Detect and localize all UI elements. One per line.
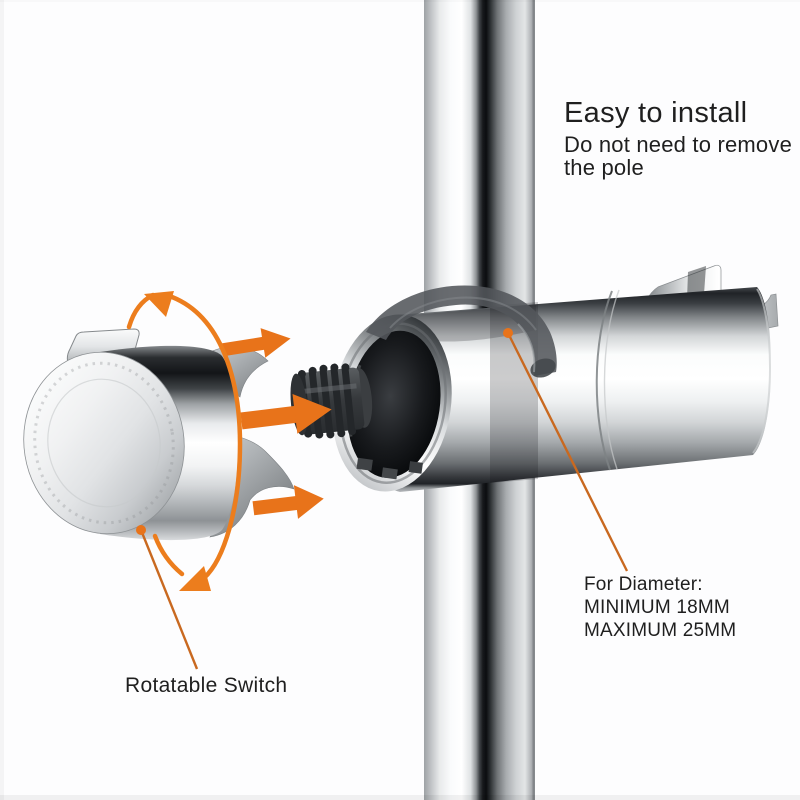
diameter-min-label: MINIMUM 18MM xyxy=(584,597,730,618)
install-title: Easy to install xyxy=(564,97,748,129)
diameter-title: For Diameter: xyxy=(584,574,703,595)
callout-dot-diameter xyxy=(503,328,513,338)
arrow-insert-bottom-icon xyxy=(252,485,324,519)
arrow-insert-top-icon xyxy=(221,328,291,358)
arrow-insert-middle-icon xyxy=(240,394,332,434)
rotatable-knob xyxy=(23,328,238,541)
mount-strap xyxy=(366,285,557,378)
rotation-arrowhead-bottom xyxy=(179,566,211,591)
image-edge-left xyxy=(0,0,4,800)
callout-line-rotatable xyxy=(139,529,199,670)
image-edge-bottom xyxy=(0,795,800,800)
install-subtitle: Do not need to remove the pole xyxy=(564,132,793,180)
annotation-arrows xyxy=(126,291,629,670)
diameter-max-label: MAXIMUM 25MM xyxy=(584,620,737,641)
image-edge-top xyxy=(0,0,800,2)
callout-dot-rotatable xyxy=(136,525,146,535)
slider-bracket xyxy=(332,287,772,492)
diameter-note: For Diameter: MINIMUM 18MM MAXIMUM 25MM xyxy=(584,573,736,642)
rotation-arrowhead-top xyxy=(144,291,174,317)
callout-line-diameter xyxy=(506,332,629,572)
rotatable-switch-label: Rotatable Switch xyxy=(125,674,288,697)
